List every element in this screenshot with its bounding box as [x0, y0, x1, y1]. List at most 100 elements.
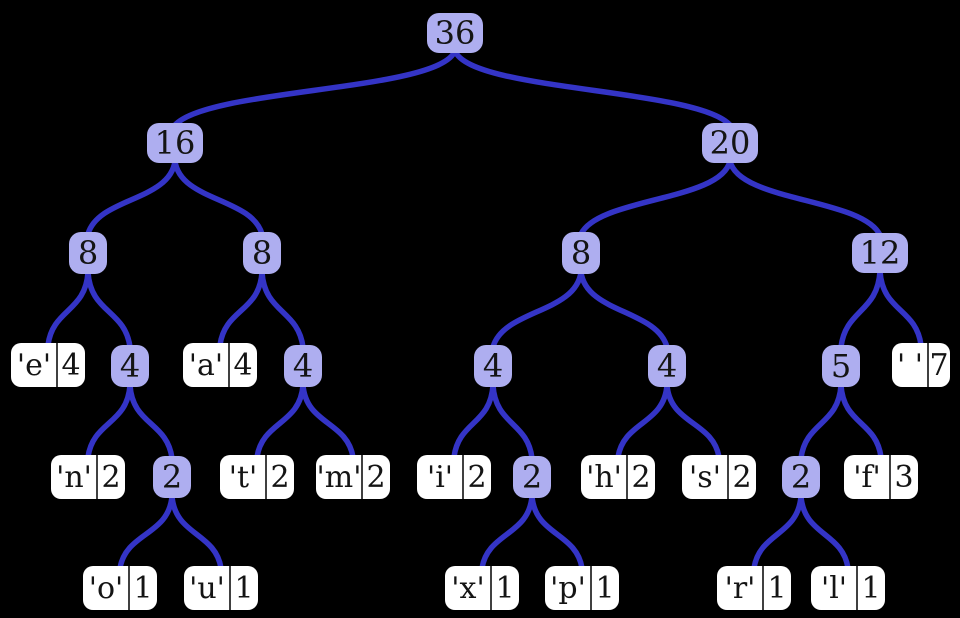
internal-node-box: [513, 456, 551, 498]
leaf-node-box: [316, 455, 390, 499]
internal-node-box: [69, 232, 107, 274]
leaf-count-label: 1: [495, 571, 514, 606]
internal-node-16: 16: [147, 123, 203, 163]
tree-edge-n8b-la: [217, 269, 265, 348]
leaf-node-space: ' '7: [892, 343, 950, 387]
internal-node-8: 8: [69, 232, 107, 274]
tree-edge-n2c-ll: [798, 493, 851, 571]
internal-node-count: 5: [831, 347, 851, 385]
internal-node-box: [782, 456, 820, 498]
tree-edge-n4c-li: [451, 382, 496, 460]
leaf-node-l: 'l' 1: [811, 566, 885, 610]
tree-edge-n4a-n2a: [127, 382, 175, 461]
internal-node-box: [702, 123, 758, 163]
tree-edge-n2a-lu: [169, 493, 224, 571]
internal-node-4: 4: [648, 345, 686, 387]
leaf-char-label: 'x': [451, 571, 484, 606]
tree-edge-n5-lf: [838, 382, 884, 460]
leaf-count-label: 3: [894, 460, 913, 495]
internal-node-5: 5: [822, 345, 860, 387]
tree-edge-n16-n8a: [85, 158, 178, 237]
leaf-node-box: [892, 343, 950, 387]
leaf-count-label: 1: [133, 571, 152, 606]
tree-edge-n16-n8b: [172, 158, 265, 237]
tree-edge-n2b-lp: [529, 493, 585, 571]
tree-edge-n36-n20: [452, 48, 733, 128]
tree-edge-n4c-n2b: [490, 382, 535, 461]
internal-node-36: 36: [427, 13, 483, 53]
leaf-node-a: 'a' 4: [183, 343, 257, 387]
internal-node-count: 2: [162, 458, 182, 496]
internal-node-count: 20: [710, 124, 751, 162]
tree-edge-n4b-lm: [300, 382, 356, 460]
leaf-char-label: 'u': [189, 571, 225, 606]
leaf-node-box: [183, 343, 257, 387]
leaf-count-label: 2: [732, 460, 751, 495]
leaf-count-label: 1: [861, 571, 880, 606]
tree-edge-n12-n5: [838, 268, 883, 350]
leaf-count-label: 2: [270, 460, 289, 495]
internal-node-box: [474, 345, 512, 387]
leaf-char-label: ' ': [897, 348, 923, 383]
tree-edge-n8a-n4a: [85, 269, 133, 350]
leaf-char-label: 'a': [189, 348, 223, 383]
leaf-count-label: 2: [631, 460, 650, 495]
leaf-char-label: 't': [229, 460, 258, 495]
internal-node-box: [153, 456, 191, 498]
internal-node-count: 12: [860, 234, 901, 272]
internal-node-box: [427, 13, 483, 53]
internal-node-box: [852, 233, 908, 273]
leaf-node-e: 'e'4: [11, 343, 85, 387]
internal-node-count: 16: [155, 124, 196, 162]
tree-edge-n8a-le: [45, 269, 91, 348]
tree-edge-n4d-ls: [664, 382, 722, 460]
leaf-node-t: 't' 2: [220, 455, 294, 499]
leaf-count-label: 7: [929, 348, 948, 383]
leaf-node-box: [184, 566, 258, 610]
internal-node-2: 2: [513, 456, 551, 498]
leaf-char-label: 'f': [853, 460, 881, 495]
internal-node-box: [111, 345, 149, 387]
leaf-char-label: 'm': [317, 460, 362, 495]
internal-node-box: [562, 232, 600, 274]
leaf-node-box: [717, 566, 791, 610]
internal-node-count: 4: [657, 347, 677, 385]
leaf-char-label: 'l': [821, 571, 847, 606]
leaf-char-label: 'n': [56, 460, 92, 495]
internal-node-box: [147, 123, 203, 163]
internal-node-box: [648, 345, 686, 387]
leaf-char-label: 'r': [725, 571, 756, 606]
tree-edge-n2b-lx: [479, 493, 535, 571]
tree-edge-n36-n16: [172, 48, 458, 128]
leaf-node-box: [682, 455, 756, 499]
internal-node-2: 2: [782, 456, 820, 498]
tree-edge-n8c-n4c: [490, 269, 584, 350]
leaf-node-r: 'r' 1: [717, 566, 791, 610]
tree-edge-n8c-n4d: [578, 269, 670, 350]
leaf-char-label: 'e': [17, 348, 51, 383]
leaf-node-m: 'm'2: [316, 455, 390, 499]
internal-node-count: 2: [791, 458, 811, 496]
internal-node-count: 4: [293, 347, 313, 385]
leaf-count-label: 2: [101, 460, 120, 495]
internal-node-count: 8: [78, 234, 98, 272]
tree-edge-n2a-lo: [117, 493, 175, 571]
internal-node-box: [284, 345, 322, 387]
leaf-node-h: 'h'2: [581, 455, 655, 499]
internal-node-4: 4: [111, 345, 149, 387]
tree-edge-n4b-lt: [254, 382, 306, 460]
leaf-char-label: 'o': [89, 571, 124, 606]
leaf-node-box: [51, 455, 125, 499]
leaf-count-label: 4: [233, 348, 252, 383]
tree-edge-n2c-lr: [751, 493, 804, 571]
leaf-count-label: 1: [767, 571, 786, 606]
tree-edge-n8b-n4b: [259, 269, 306, 350]
internal-node-count: 4: [483, 347, 503, 385]
internal-node-count: 8: [571, 234, 591, 272]
internal-node-count: 2: [522, 458, 542, 496]
leaf-node-box: [811, 566, 885, 610]
internal-node-8: 8: [562, 232, 600, 274]
